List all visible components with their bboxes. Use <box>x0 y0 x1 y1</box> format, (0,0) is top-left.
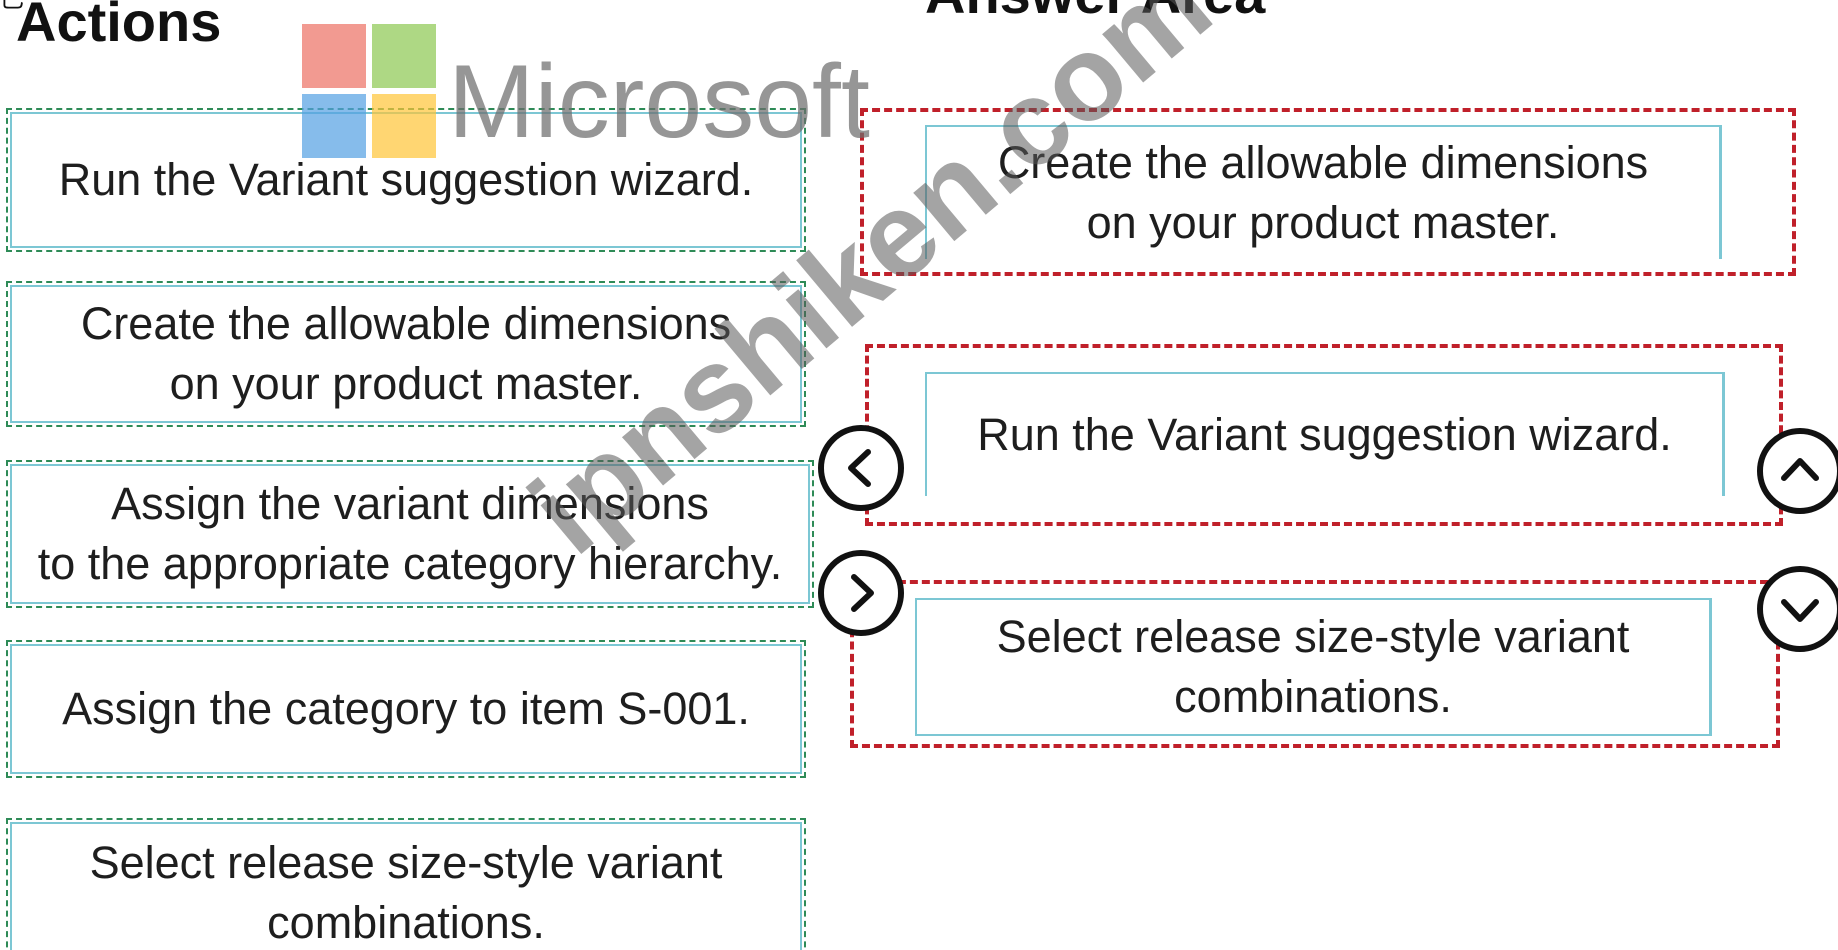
move-right-button[interactable] <box>818 550 904 636</box>
answer-slot-1[interactable] <box>860 108 1796 276</box>
move-down-button[interactable] <box>1757 566 1838 652</box>
chevron-down-icon <box>1781 599 1819 622</box>
answer-slot-3[interactable] <box>850 580 1780 748</box>
action-tile-assign-category[interactable]: Assign the category to item S-001. <box>6 640 806 778</box>
answer-tile-create-allowable-dimensions[interactable]: Create the allowable dimensions on your … <box>925 125 1722 259</box>
action-tile-assign-variant-dimensions[interactable]: Assign the variant dimensions to the app… <box>6 460 814 608</box>
answer-area-heading: Answer Area <box>925 0 1265 22</box>
move-left-button[interactable] <box>818 425 904 511</box>
top-mark: 已 <box>0 0 24 12</box>
chevron-left-icon <box>848 449 871 487</box>
answer-tile-select-release-combinations[interactable]: Select release size-style variant combin… <box>915 598 1712 736</box>
actions-heading: Actions <box>16 0 222 53</box>
chevron-right-icon <box>851 574 874 612</box>
action-tile-select-release-combinations[interactable]: Select release size-style variant combin… <box>6 818 806 950</box>
chevron-up-icon <box>1781 458 1819 481</box>
action-tile-run-variant-suggestion-wizard[interactable]: Run the Variant suggestion wizard. <box>6 108 806 252</box>
move-up-button[interactable] <box>1757 428 1838 514</box>
action-tile-create-allowable-dimensions[interactable]: Create the allowable dimensions on your … <box>6 281 806 427</box>
answer-tile-run-variant-suggestion-wizard[interactable]: Run the Variant suggestion wizard. <box>925 372 1725 496</box>
